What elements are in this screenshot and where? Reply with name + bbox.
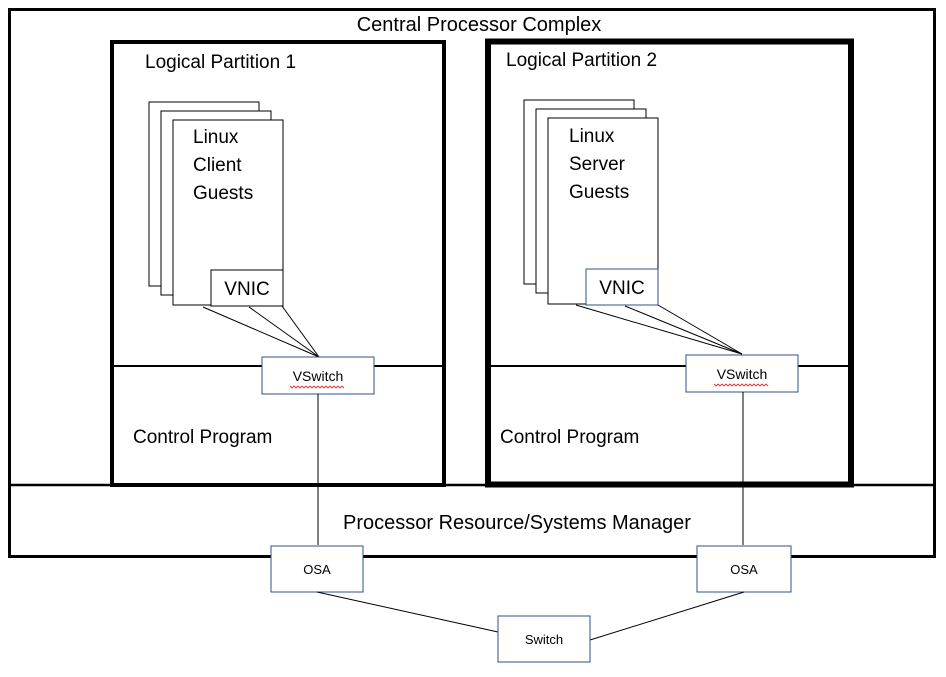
osa-1-switch-link — [316, 591, 499, 633]
vswitch-label: VSwitch — [717, 366, 768, 382]
guest-link-2 — [248, 306, 320, 358]
osa-adapter-1 — [270, 545, 364, 593]
guest-label-line-1: Linux — [569, 126, 615, 147]
partition-1-title: Logical Partition 1 — [145, 52, 296, 73]
vswitch-box — [685, 354, 799, 393]
guest-label-line-3: Guests — [569, 182, 629, 203]
vswitch-box — [261, 356, 375, 395]
osa-1-label: OSA — [303, 562, 331, 577]
guest-link-3 — [657, 304, 743, 355]
prsm-label: Processor Resource/Systems Manager — [343, 512, 691, 534]
spellcheck-underline — [289, 385, 345, 389]
control-program-label: Control Program — [500, 427, 639, 448]
network-switch — [497, 615, 591, 663]
guest-label-line-1: Linux — [193, 127, 239, 148]
control-program-label: Control Program — [133, 427, 272, 448]
vnic-box — [210, 269, 284, 307]
vnic-label: VNIC — [224, 279, 269, 300]
spellcheck-underline — [713, 383, 769, 387]
guest-link-1 — [575, 304, 743, 355]
vswitch-label: VSwitch — [293, 368, 344, 384]
guest-link-1 — [202, 306, 320, 358]
guest-link-2 — [624, 305, 743, 355]
guest-link-3 — [281, 305, 320, 358]
guest-label-line-3: Guests — [193, 183, 253, 204]
vnic-box — [585, 268, 659, 306]
guest-label-line-2: Client — [193, 155, 242, 176]
cpc-title: Central Processor Complex — [357, 14, 602, 36]
osa-adapter-2 — [696, 545, 792, 593]
guest-label-line-2: Server — [569, 154, 626, 175]
vnic-label: VNIC — [599, 278, 644, 299]
partition-2-title: Logical Partition 2 — [506, 50, 657, 71]
osa-2-label: OSA — [730, 562, 758, 577]
osa-2-switch-link — [589, 591, 745, 641]
cpc-frame — [8, 8, 936, 558]
logical-partition-2: Logical Partition 2 Linux Server Guests … — [485, 38, 854, 488]
logical-partition-1: Logical Partition 1 Linux Client Guests … — [110, 40, 446, 487]
switch-label: Switch — [525, 632, 563, 647]
